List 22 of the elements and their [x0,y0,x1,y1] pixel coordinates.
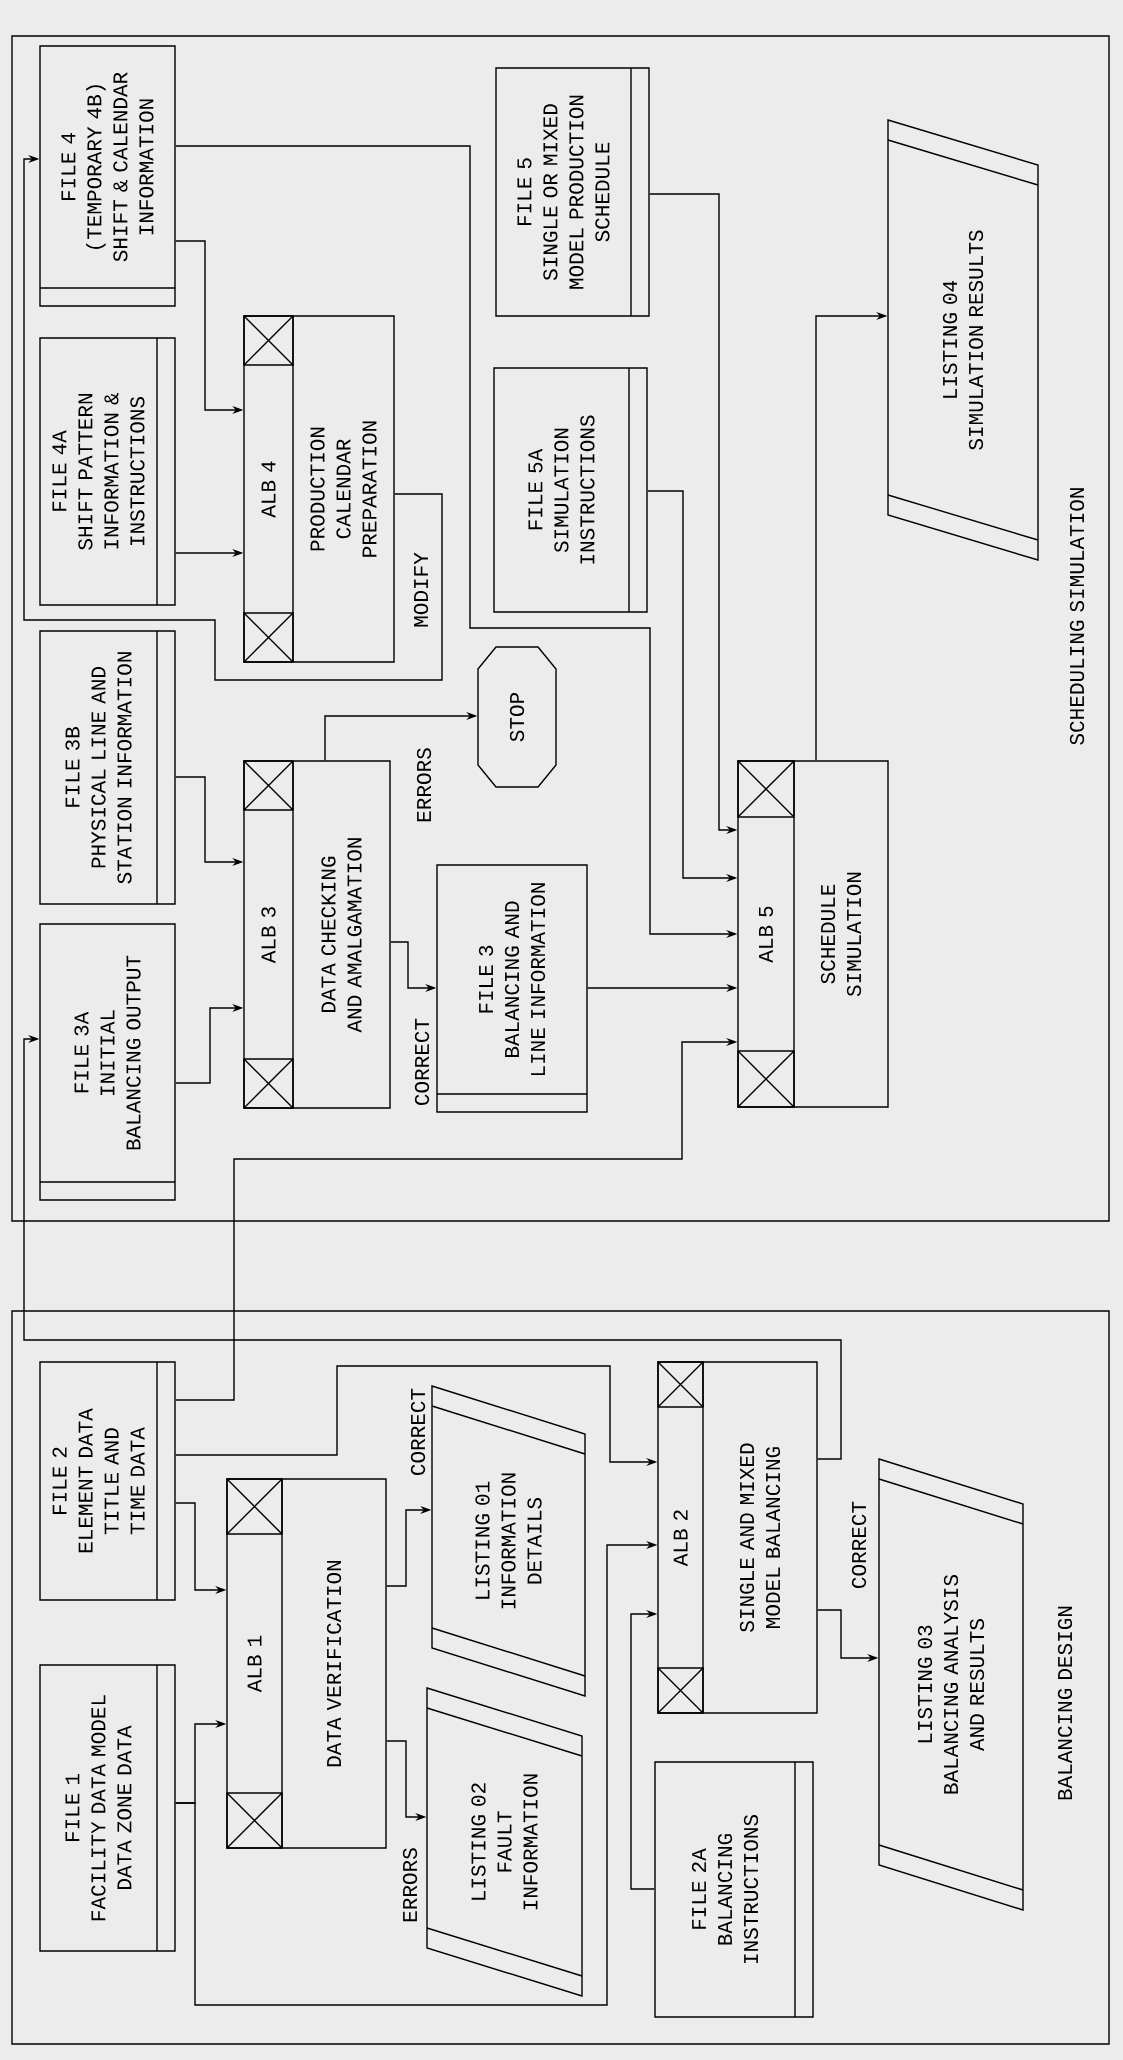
program-box: ALB 3 DATA CHECKING AND AMALGAMATION [243,760,391,1109]
file-box: FILE 1 FACILITY DATA MODEL DATA ZONE DATA [39,1664,176,1952]
listing-document: LISTING 03 BALANCING ANALYSIS AND RESULTS [878,1458,1024,1911]
listing-document: LISTING 04 SIMULATION RESULTS [887,119,1039,561]
file-box: FILE 5A SIMULATION INSTRUCTIONS [493,367,648,613]
program-box: ALB 2 SINGLE AND MIXED MODEL BALANCING [657,1361,818,1714]
file-box: FILE 4 (TEMPORARY 4B) SHIFT & CALENDAR INFORMATION [39,45,176,307]
file-box: FILE 3A INITIAL BALANCING OUTPUT [39,923,176,1201]
arrow [23,154,443,681]
file-box: FILE 2A BALANCING INSTRUCTIONS [654,1761,814,2018]
listing-document: LISTING 01 INFORMATION DETAILS [431,1385,586,1697]
file-box: FILE 5 SINGLE OR MIXED MODEL PRODUCTION SCHEDULE [495,67,650,317]
arrow [23,1034,842,1460]
program-box: ALB 4 PRODUCTION CALENDAR PREPARATION [243,315,395,663]
program-box: ALB 5 SCHEDULE SIMULATION [737,760,889,1108]
file-box: FILE 3 BALANCING AND LINE INFORMATION [436,864,588,1113]
file-box: FILE 4A SHIFT PATTERN INFORMATION & INSTRUCTIONS [39,337,176,606]
stop-terminal: STOP [477,646,557,788]
program-box: ALB 1 DATA VERIFICATION [226,1478,387,1849]
file-box: FILE 2 ELEMENT DATA TITLE AND TIME DATA [39,1361,176,1601]
listing-document: LISTING 02 FAULT INFORMATION [426,1687,583,1997]
file-box: FILE 3B PHYSICAL LINE AND STATION INFORMATION [39,630,176,905]
